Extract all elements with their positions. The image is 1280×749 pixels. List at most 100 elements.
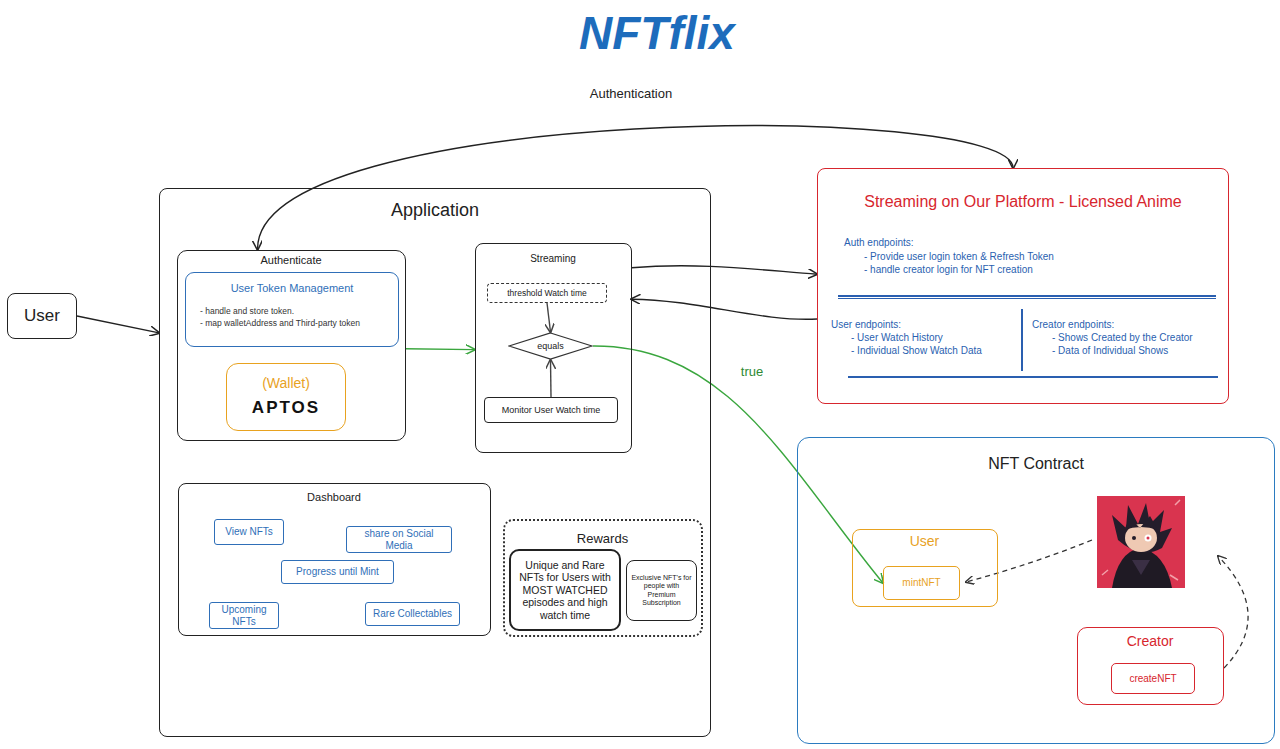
process-box: Monitor User Watch time <box>484 397 618 423</box>
heading-stack: Creator <box>1082 633 1219 650</box>
text-stack: threshold Watch time <box>488 284 606 302</box>
text-stack: mintNFT <box>884 567 959 599</box>
text-stack: Monitor User Watch time <box>485 398 617 422</box>
heading-stack: User <box>857 533 993 550</box>
node-title: Creator <box>1082 633 1219 650</box>
module-box: Streaming threshold Watch time equalsMonit… <box>475 243 632 453</box>
dashed-box: threshold Watch time <box>487 283 607 303</box>
service-box: Streaming on Our Platform - Licensed Ani… <box>817 168 1229 404</box>
node-text: Creator endpoints: <box>1032 319 1222 331</box>
heading-stack: Streaming <box>480 253 627 265</box>
node-text: Auth endpoints: <box>844 237 1024 249</box>
node-text: - Data of Individual Shows <box>1052 345 1227 357</box>
text-stack: createNFT <box>1112 664 1194 693</box>
node-text: - User Watch History <box>851 332 1021 344</box>
node-text: - Shows Created by the Creator <box>1052 332 1227 344</box>
node-title: User Token Management <box>186 282 398 295</box>
node-title: Monitor User Watch time <box>502 405 601 416</box>
node-title: Streaming <box>480 253 627 265</box>
reward-box: Unique and Rare NFTs for Users with MOST… <box>509 549 621 631</box>
actor-box: User <box>7 293 77 339</box>
connector <box>77 316 159 333</box>
text-stack: share on Social Media <box>347 527 451 552</box>
dashboard-button: Upcoming NFTs <box>209 602 279 629</box>
divider-line <box>838 298 1216 299</box>
dashboard-button: Progress until Mint <box>281 560 394 584</box>
diagram-title: NFTflix <box>507 6 807 61</box>
dashboard-button: View NFTs <box>214 519 284 545</box>
node-title: share on Social Media <box>351 528 447 552</box>
leader-line <box>966 540 1092 582</box>
heading-stack: Authenticate <box>182 254 401 267</box>
diamond-shape <box>509 333 592 359</box>
connector <box>406 348 475 350</box>
connector <box>593 346 883 583</box>
node-title: User <box>24 306 60 326</box>
node-title: Application <box>164 200 706 222</box>
connector <box>550 360 552 397</box>
node-title: Exclusive NFT's for people with Premium … <box>631 574 692 608</box>
reward-box: Exclusive NFT's for people with Premium … <box>626 560 697 621</box>
role-box: Creator createNFT <box>1077 627 1224 705</box>
node-title: Unique and Rare NFTs for Users with MOST… <box>515 559 615 622</box>
node-title: Upcoming NFTs <box>214 604 274 628</box>
token-box: User Token Management - handle and store … <box>185 272 399 347</box>
edge-label: Authentication <box>587 86 675 102</box>
node-text: - Provide user login token & Refresh Tok… <box>864 251 1204 263</box>
node-title: Progress until Mint <box>296 566 379 578</box>
node-title: Dashboard <box>183 491 486 504</box>
node-text: APTOS <box>252 398 320 418</box>
node-title: NFT Contract <box>802 454 1270 473</box>
node-title: Rare Collectables <box>373 608 452 620</box>
wallet-box: (Wallet) APTOS <box>226 363 346 431</box>
anime-illustration <box>1097 496 1185 588</box>
node-title: threshold Watch time <box>507 288 587 298</box>
text-stack: (Wallet) APTOS <box>227 364 345 430</box>
node-title: Rewards <box>509 531 697 547</box>
divider-line <box>848 376 1218 378</box>
contract-box: NFT ContractUser mintNFT Creator createNFT <box>797 437 1275 744</box>
connector <box>632 266 818 274</box>
text-stack: Exclusive NFT's for people with Premium … <box>627 561 696 620</box>
application-box: ApplicationAuthenticateUser Token Manage… <box>159 188 711 737</box>
node-title: Streaming on Our Platform - Licensed Ani… <box>818 192 1228 211</box>
divider-line <box>1021 309 1023 371</box>
text-stack: Unique and Rare NFTs for Users with MOST… <box>511 551 619 629</box>
module-box: AuthenticateUser Token Management - handl… <box>177 250 406 441</box>
divider-line <box>838 295 1216 297</box>
edge-label: true <box>738 364 766 380</box>
node-text: - handle creator login for NFT creation <box>864 264 1204 276</box>
node-title: View NFTs <box>225 526 273 538</box>
connector <box>632 299 818 319</box>
node-title: equals <box>537 341 564 352</box>
node-title: (Wallet) <box>262 375 310 392</box>
rewards-group: RewardsUnique and Rare NFTs for Users wi… <box>503 519 703 637</box>
text-stack: Upcoming NFTs <box>210 603 278 628</box>
node-title: createNFT <box>1129 673 1176 685</box>
node-text: - map walletAddress and Third-party toke… <box>200 318 396 328</box>
heading-stack: NFT Contract <box>802 454 1270 473</box>
node-text: - handle and store token. <box>200 306 396 316</box>
text-stack: User <box>8 294 76 338</box>
node-text: - Individual Show Watch Data <box>851 345 1021 357</box>
decision-diamond: equals <box>508 332 593 360</box>
text-stack: equals <box>508 332 593 360</box>
dashboard-button: Rare Collectables <box>365 602 460 626</box>
connector <box>547 303 551 332</box>
text-stack: Rare Collectables <box>366 603 459 625</box>
dashboard-button: share on Social Media <box>346 526 452 553</box>
node-title: User <box>857 533 993 550</box>
heading-stack: Rewards <box>509 531 697 547</box>
role-box: User mintNFT <box>852 529 998 607</box>
heading-stack: Application <box>164 200 706 222</box>
text-stack: Progress until Mint <box>282 561 393 583</box>
heading-stack: Dashboard <box>183 491 486 504</box>
text-stack: View NFTs <box>215 520 283 544</box>
function-box: createNFT <box>1111 663 1195 694</box>
module-box: DashboardView NFTs share on Social MediaP… <box>178 483 491 636</box>
node-text: User endpoints: <box>831 319 1016 331</box>
node-title: Authenticate <box>182 254 401 267</box>
